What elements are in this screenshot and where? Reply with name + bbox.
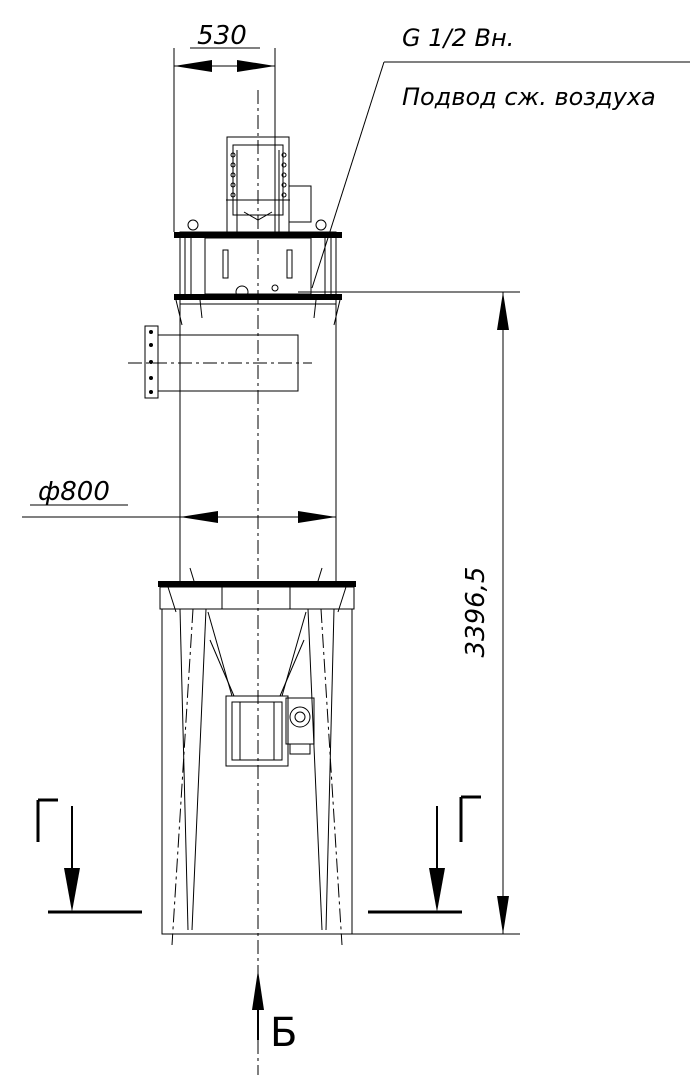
bolt-head bbox=[315, 294, 322, 300]
bolt-head bbox=[179, 232, 185, 238]
bolt-head bbox=[300, 294, 307, 300]
bolt-head bbox=[254, 581, 260, 587]
support-frame bbox=[161, 608, 353, 946]
dimension-height: 3396,5 bbox=[298, 291, 520, 935]
bolt-head bbox=[224, 232, 231, 238]
bolt-head bbox=[300, 232, 307, 238]
section-mark-left: Г bbox=[30, 798, 142, 914]
bolt-head bbox=[239, 232, 246, 238]
diameter-label: ф800 bbox=[38, 477, 110, 507]
thread-note-label: G 1/2 Вн. bbox=[402, 24, 514, 52]
bolt-head bbox=[238, 581, 245, 587]
bolt-head bbox=[300, 581, 307, 587]
discharge-valve bbox=[225, 695, 315, 767]
bolt-head bbox=[285, 294, 292, 300]
dimension-diameter: ф800 bbox=[22, 477, 336, 523]
section-label-left: Г bbox=[30, 811, 31, 813]
section-mark-right: Г bbox=[368, 795, 481, 914]
bolt-head bbox=[209, 232, 216, 238]
bolt-head bbox=[161, 581, 167, 587]
bolt-head bbox=[194, 232, 201, 238]
bolt-head bbox=[269, 581, 276, 587]
bolt-head bbox=[207, 581, 214, 587]
bolt-head bbox=[192, 581, 198, 587]
bolt-head bbox=[239, 294, 246, 300]
bolt-head bbox=[209, 294, 216, 300]
height-label: 3396,5 bbox=[461, 567, 491, 658]
bolt-head bbox=[270, 232, 277, 238]
bolt-head bbox=[255, 232, 261, 238]
bolt-head bbox=[270, 294, 277, 300]
bolt-head bbox=[179, 294, 185, 300]
view-mark-b: Б bbox=[252, 970, 297, 1056]
bolt-head bbox=[316, 581, 322, 587]
flange-bolts bbox=[161, 232, 353, 587]
air-supply-note-label: Подвод сж. воздуха bbox=[402, 83, 656, 111]
bolt-head bbox=[176, 581, 183, 587]
bolt-head bbox=[223, 581, 229, 587]
bolt-head bbox=[285, 232, 292, 238]
air-supply-leader: G 1/2 Вн. Подвод сж. воздуха bbox=[311, 24, 690, 289]
bolt-head bbox=[347, 581, 353, 587]
bolt-head bbox=[285, 581, 291, 587]
bolt-head bbox=[315, 232, 322, 238]
cylindrical-body bbox=[179, 300, 337, 583]
bolt-head bbox=[224, 294, 231, 300]
view-mark-label: Б bbox=[270, 1010, 297, 1056]
hopper-cone bbox=[207, 611, 307, 697]
lower-flange bbox=[158, 567, 356, 613]
bolt-head bbox=[255, 294, 261, 300]
side-inlet-nozzle bbox=[128, 325, 312, 399]
bolt-head bbox=[331, 581, 338, 587]
top-valve-housing bbox=[187, 136, 327, 238]
bolt-head bbox=[331, 294, 337, 300]
bolt-head bbox=[331, 232, 337, 238]
dimension-530: 530 bbox=[173, 21, 276, 232]
bolt-head bbox=[194, 294, 201, 300]
dimension-530-label: 530 bbox=[197, 21, 247, 51]
